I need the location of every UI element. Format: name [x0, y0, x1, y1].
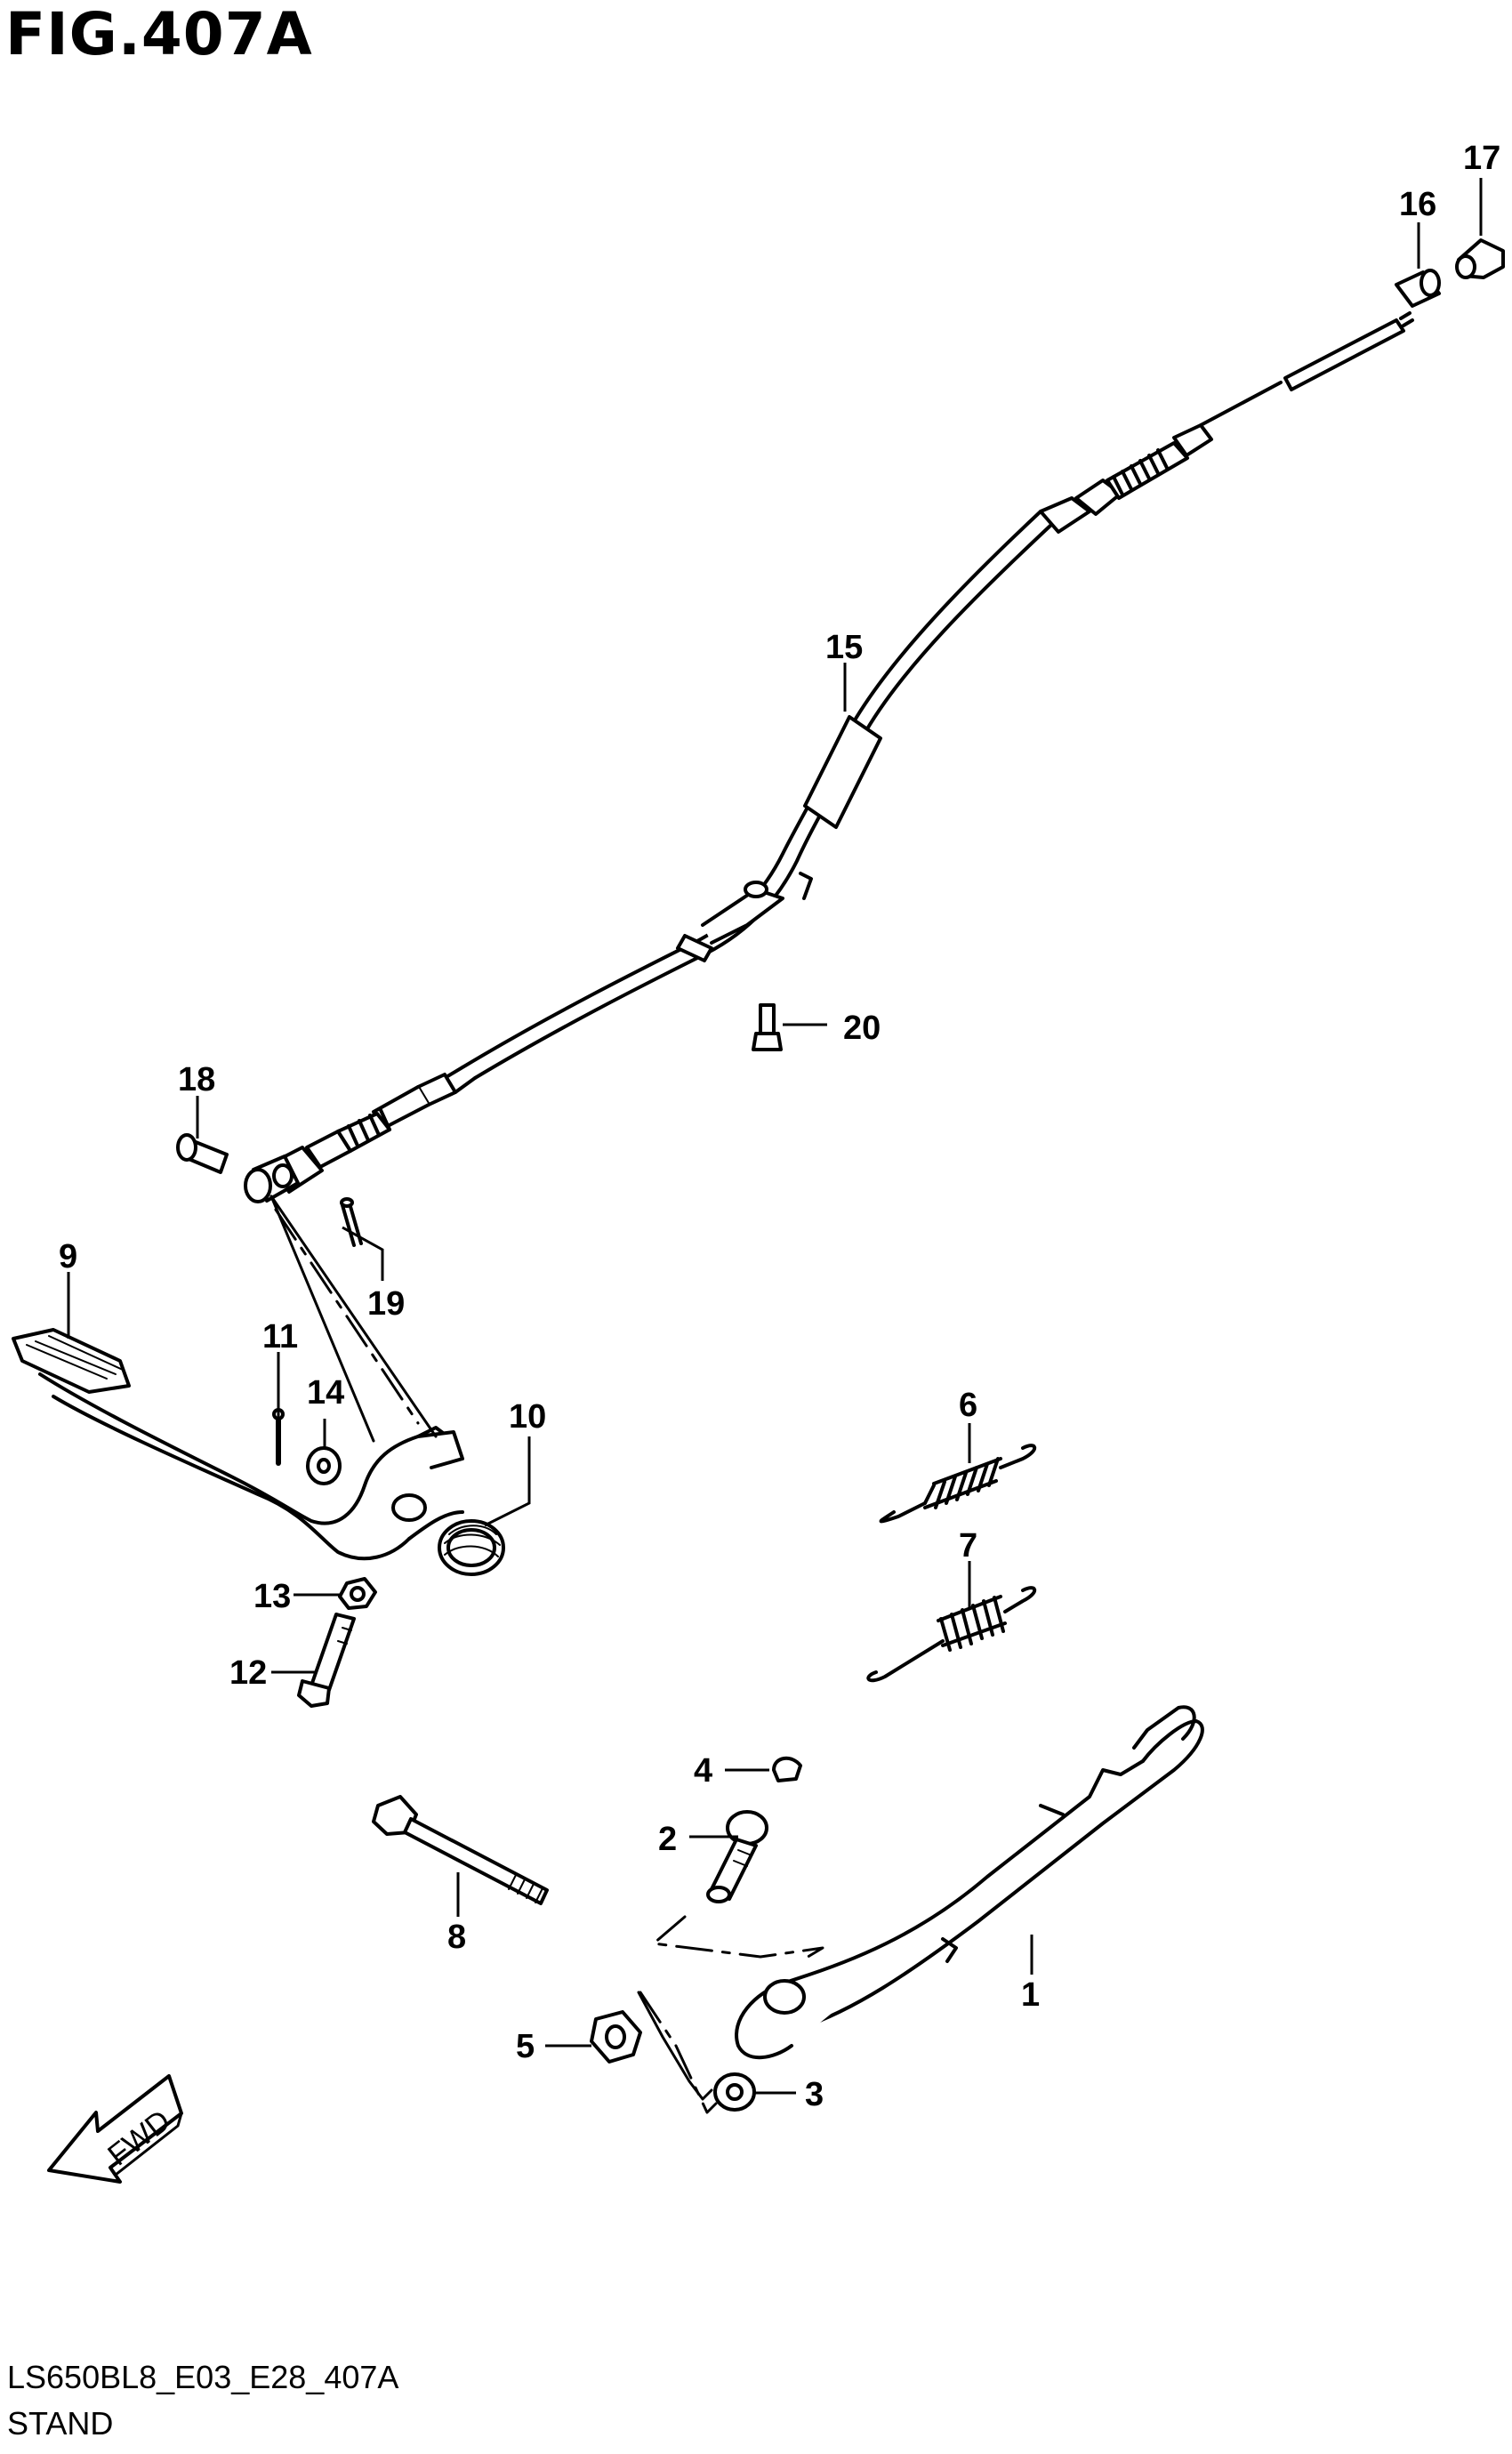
callout-18[interactable]: 18 [178, 1061, 215, 1098]
callout-7[interactable]: 7 [959, 1527, 977, 1565]
callout-2[interactable]: 2 [658, 1821, 677, 1858]
figure-name: STAND [7, 2405, 114, 2442]
callout-4[interactable]: 4 [694, 1752, 712, 1790]
figure-title: FIG.407A [5, 0, 313, 68]
cable [244, 238, 1505, 1203]
callout-5[interactable]: 5 [516, 2028, 535, 2065]
cap-4 [772, 1756, 802, 1782]
callout-13[interactable]: 13 [253, 1578, 291, 1615]
pedal-assembly [12, 1195, 505, 1576]
figure-code: LS650BL8_E03_E28_407A [7, 2359, 399, 2395]
cotter-pin [340, 1197, 363, 1247]
callout-20[interactable]: 20 [843, 1010, 881, 1047]
callout-17[interactable]: 17 [1463, 140, 1500, 177]
callout-3[interactable]: 3 [805, 2076, 824, 2113]
callout-16[interactable]: 16 [1399, 186, 1436, 223]
bolt-12 [297, 1613, 356, 1708]
clevis-pin [176, 1133, 229, 1174]
callout-1[interactable]: 1 [1021, 1976, 1040, 2014]
callouts: 17 16 15 20 18 19 9 11 14 10 13 12 6 7 4… [59, 140, 1500, 2113]
callout-12[interactable]: 12 [229, 1654, 267, 1692]
side-stand [735, 1705, 1204, 2060]
callout-19[interactable]: 19 [367, 1285, 405, 1323]
bolt-2 [706, 1810, 768, 1903]
callout-8[interactable]: 8 [447, 1919, 466, 1956]
spring-7 [866, 1586, 1037, 1683]
bolt-20 [752, 1003, 783, 1051]
nut-13 [338, 1577, 377, 1610]
alignment-lines [274, 1208, 824, 2114]
callout-15[interactable]: 15 [825, 629, 863, 666]
bolt-8 [372, 1795, 549, 1905]
spring-6 [879, 1444, 1037, 1524]
forward-arrow-icon: FWD [47, 2074, 183, 2184]
callout-10[interactable]: 10 [509, 1398, 546, 1436]
callout-6[interactable]: 6 [959, 1387, 977, 1424]
callout-11[interactable]: 11 [262, 1318, 298, 1356]
callout-9[interactable]: 9 [59, 1238, 77, 1275]
nut-5 [590, 2010, 642, 2064]
callout-14[interactable]: 14 [307, 1374, 344, 1412]
washer-3 [713, 2072, 756, 2112]
